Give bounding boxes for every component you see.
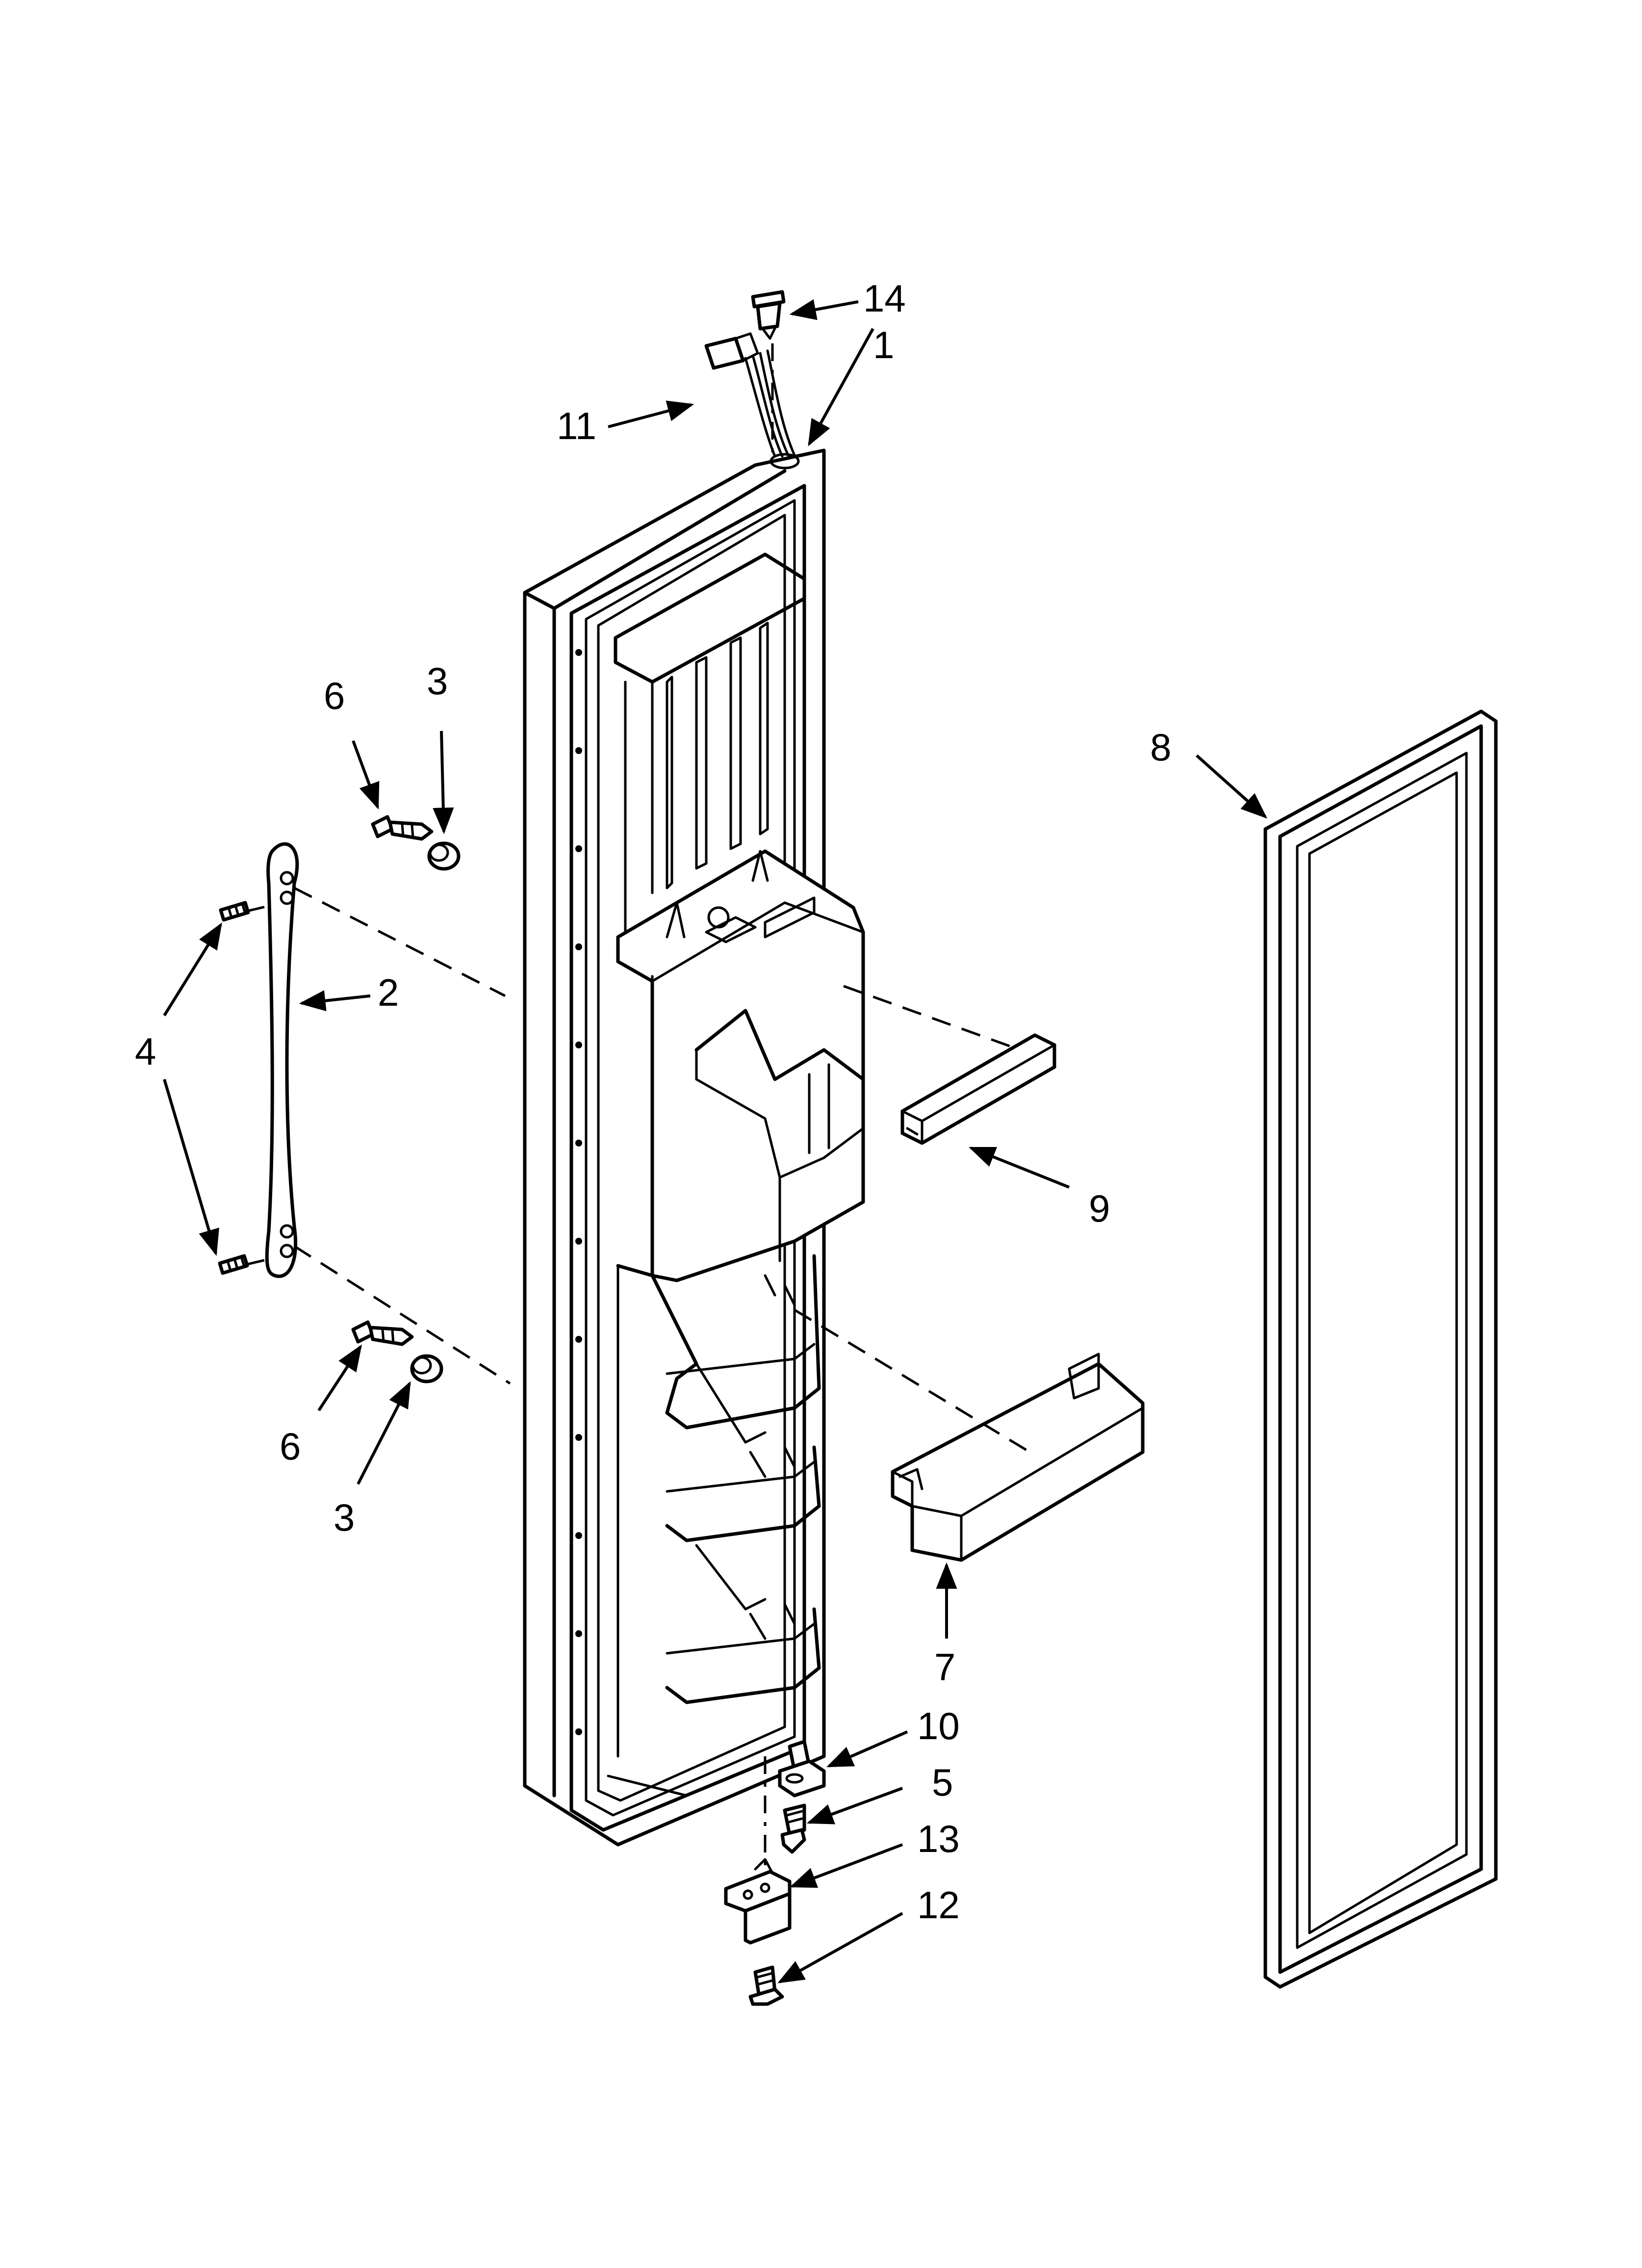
door-shelves xyxy=(616,1254,821,1704)
callout-10: 10 xyxy=(917,1704,960,1747)
light-socket xyxy=(751,290,786,340)
callout-8: 8 xyxy=(1150,726,1171,769)
liner-ribs xyxy=(666,622,769,889)
leaders xyxy=(163,299,1268,1983)
trim-piece xyxy=(900,1033,1056,1145)
callout-7: 7 xyxy=(934,1645,955,1689)
callout-3-upper: 3 xyxy=(427,659,448,703)
callout-5: 5 xyxy=(932,1761,953,1804)
door-bin xyxy=(891,1353,1145,1562)
callout-6-lower: 6 xyxy=(280,1425,301,1468)
hinge-screw xyxy=(780,1803,806,1854)
callout-4: 4 xyxy=(135,1030,156,1073)
screw-upper xyxy=(371,815,434,841)
door-assembly xyxy=(523,448,865,1847)
wire-harness xyxy=(704,332,800,469)
callout-1: 1 xyxy=(873,323,894,366)
handle xyxy=(265,842,299,1278)
spacer-lower xyxy=(410,1354,443,1383)
callout-14: 14 xyxy=(863,277,906,320)
callout-2: 2 xyxy=(378,971,399,1014)
callout-13: 13 xyxy=(917,1817,960,1860)
hinge-bolt xyxy=(748,1965,784,2006)
callout-6-upper: 6 xyxy=(324,674,345,717)
callout-12: 12 xyxy=(917,1883,960,1927)
callout-3-lower: 3 xyxy=(334,1496,355,1539)
screw-lower xyxy=(351,1320,414,1346)
set-screw-lower xyxy=(218,1254,249,1275)
frame-screws xyxy=(575,649,582,1735)
hinge-bracket xyxy=(724,1858,792,1945)
spacer-upper xyxy=(427,841,461,871)
set-screw-upper xyxy=(219,901,250,922)
hinge-pin xyxy=(778,1740,826,1798)
door-gasket xyxy=(1263,709,1498,1989)
callout-11: 11 xyxy=(557,404,596,447)
callout-9: 9 xyxy=(1089,1187,1110,1230)
